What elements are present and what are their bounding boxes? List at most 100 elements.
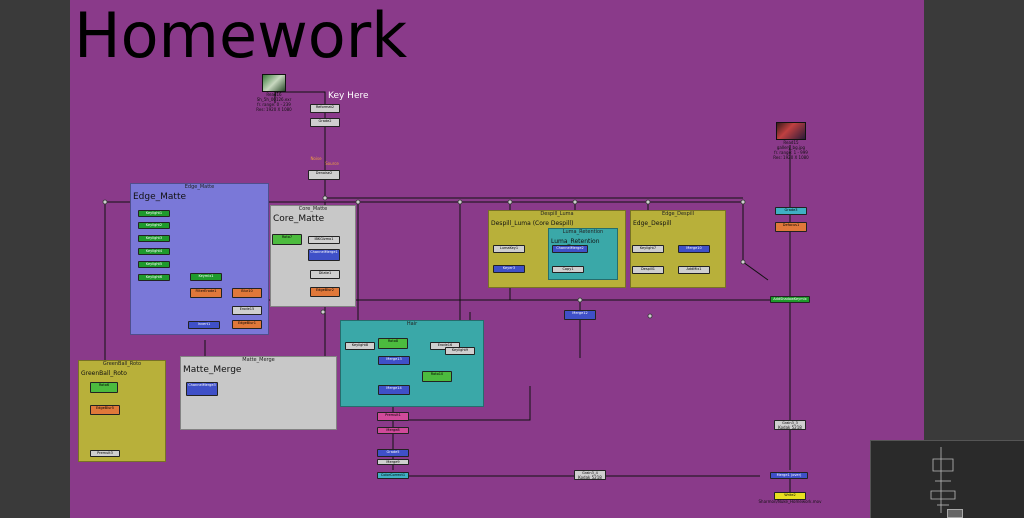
- read16-thumbnail[interactable]: [262, 74, 286, 92]
- node-reformat2[interactable]: Reformat2: [310, 104, 340, 113]
- page-title: Homework: [74, 0, 408, 72]
- backdrop-label: GreenBall_Roto: [81, 370, 127, 377]
- wire-dot: [102, 199, 108, 205]
- node-channelmerge2[interactable]: ChannelMerge2: [552, 245, 588, 253]
- backdrop-label: Despill_Luma (Core Despill): [491, 220, 574, 227]
- node-colorcorrect[interactable]: ColorCorrect1: [377, 472, 409, 479]
- wire: [393, 386, 531, 421]
- wire-dot: [572, 199, 578, 205]
- right-panel-gutter: [924, 0, 1024, 518]
- node-merge10[interactable]: Merge10: [678, 245, 710, 253]
- backdrop-hair[interactable]: Hair: [340, 320, 484, 407]
- node-hair-keylight[interactable]: Keylight8: [345, 342, 375, 350]
- wire: [742, 202, 769, 281]
- pipe-label: Source: [325, 161, 339, 166]
- node-keylight5[interactable]: Keylight5: [138, 261, 170, 268]
- node-edgeblur5[interactable]: EdgeBlur5: [90, 405, 120, 415]
- node-keylight6[interactable]: Keylight6: [138, 274, 170, 281]
- node-despill1[interactable]: Despill1: [632, 266, 664, 274]
- read16-range: fr. range: 0 - 239: [257, 102, 291, 107]
- node-grain3-3[interactable]: Grain3_3: [774, 420, 806, 430]
- backdrop-label: Edge_Despill: [633, 220, 672, 227]
- wire-dot: [645, 199, 651, 205]
- node-write2[interactable]: Write2: [774, 492, 806, 500]
- node-keylight4[interactable]: Keylight4: [138, 248, 170, 255]
- read16-name: Read16: [266, 92, 282, 97]
- node-keyer3[interactable]: Keyer3: [493, 265, 525, 273]
- node-keymix1[interactable]: Keymix1: [190, 273, 222, 281]
- node-dilate1[interactable]: Dilate1: [310, 270, 340, 279]
- backdrop-label: Edge_Matte: [133, 192, 187, 202]
- read16-res: Res: 1920 X 1080: [256, 107, 292, 112]
- wire-dot: [577, 297, 583, 303]
- node-keylight3[interactable]: Keylight3: [138, 235, 170, 242]
- node-keylight1[interactable]: Keylight1: [138, 210, 170, 217]
- node-ibk1[interactable]: IBKGizmo1: [308, 236, 340, 244]
- node-merge14[interactable]: Merge14: [378, 385, 410, 395]
- grain3-4-sub: Kodak 5218: [578, 475, 602, 480]
- pipe-label: Noise: [310, 156, 322, 161]
- node-roto8[interactable]: Roto8: [378, 338, 408, 349]
- wire-dot: [740, 259, 746, 265]
- left-panel-gutter: [0, 0, 70, 518]
- node-grade2[interactable]: Grade2: [310, 118, 340, 127]
- wire-dot: [355, 199, 361, 205]
- minimap-viewport[interactable]: [947, 509, 963, 518]
- read15-file: gallery_bg.jpg: [776, 145, 806, 150]
- node-addshadow[interactable]: AddShadowKeymix: [770, 296, 810, 303]
- node-merge-over[interactable]: Merge1 (over): [770, 472, 808, 479]
- node-invert1[interactable]: Invert1: [188, 321, 220, 329]
- node-grade5[interactable]: Grade5: [377, 449, 409, 457]
- node-hair-dilate[interactable]: Keylight9: [445, 347, 475, 355]
- node-edgeblur2[interactable]: EdgeBlur2: [310, 287, 340, 297]
- node-merge13[interactable]: Merge13: [378, 356, 410, 365]
- backdrop-label: Matte_Merge: [183, 365, 242, 375]
- node-addmix1[interactable]: AddMix1: [678, 266, 710, 274]
- node-defocus1[interactable]: Defocus1: [775, 222, 807, 232]
- node-roto7[interactable]: Roto7: [272, 234, 302, 245]
- node-denoise2[interactable]: Denoise2: [308, 170, 340, 180]
- node-blur10[interactable]: Blur10: [232, 288, 262, 298]
- backdrop-header: Core_Matte: [298, 206, 328, 212]
- node-merge9[interactable]: Merge9: [377, 459, 409, 465]
- backdrop-header: Despill_Luma: [540, 211, 574, 217]
- node-erode15[interactable]: Erode15: [232, 306, 262, 315]
- wire-dot: [507, 199, 513, 205]
- wire-dot: [457, 199, 463, 205]
- backdrop-header: Hair: [406, 321, 418, 327]
- backdrop-label: Luma_Retention: [551, 238, 600, 245]
- minimap-graph: [930, 447, 956, 513]
- read15-name: Read15: [783, 140, 799, 145]
- write2-path: Sharmon/Nuke_Homework.mov: [758, 499, 822, 504]
- read15-res: Res: 1920 X 1080: [773, 155, 809, 160]
- node-merge8[interactable]: Merge8: [377, 427, 409, 434]
- node-filtererode1[interactable]: FilterErode1: [190, 288, 222, 298]
- backdrop-header: Matte_Merge: [242, 357, 275, 363]
- node-roto10[interactable]: Roto10: [422, 371, 452, 382]
- navigator-minimap[interactable]: [870, 440, 1024, 518]
- node-graph-canvas[interactable]: Homework Edge_Matte Edge_Matte Core_Matt…: [70, 0, 924, 518]
- backdrop-header: GreenBall_Roto: [102, 361, 142, 367]
- node-merge12[interactable]: Merge12: [564, 310, 596, 320]
- backdrop-label: Core_Matte: [273, 214, 325, 224]
- read15-thumbnail[interactable]: [776, 122, 806, 140]
- backdrop-header: Edge_Matte: [184, 184, 215, 190]
- node-keylight2[interactable]: Keylight2: [138, 222, 170, 229]
- node-grain3-4[interactable]: Grain3_4: [574, 470, 606, 480]
- wire-dot: [740, 199, 746, 205]
- node-edgeblur1[interactable]: EdgeBlur1: [232, 320, 262, 329]
- node-keylight7[interactable]: Keylight7: [632, 245, 664, 253]
- node-channelmerge3[interactable]: ChannelMerge3: [186, 382, 218, 396]
- node-channelmerge1[interactable]: ChannelMerge1: [308, 249, 340, 261]
- node-luma-key1[interactable]: LumaKey1: [493, 245, 525, 253]
- node-grade3[interactable]: Grade3: [775, 207, 807, 215]
- node-premult3[interactable]: Premult3: [90, 450, 120, 457]
- backdrop-header: Luma_Retention: [562, 229, 604, 235]
- node-copy1[interactable]: Copy1: [552, 266, 584, 273]
- node-roto6[interactable]: Roto6: [90, 382, 118, 393]
- read15-range: fr. range: 1 - 999: [774, 150, 808, 155]
- grain3-3-sub: Kodak 5218: [778, 425, 802, 430]
- wire-dot: [647, 313, 653, 319]
- node-premult1[interactable]: Premult1: [377, 412, 409, 421]
